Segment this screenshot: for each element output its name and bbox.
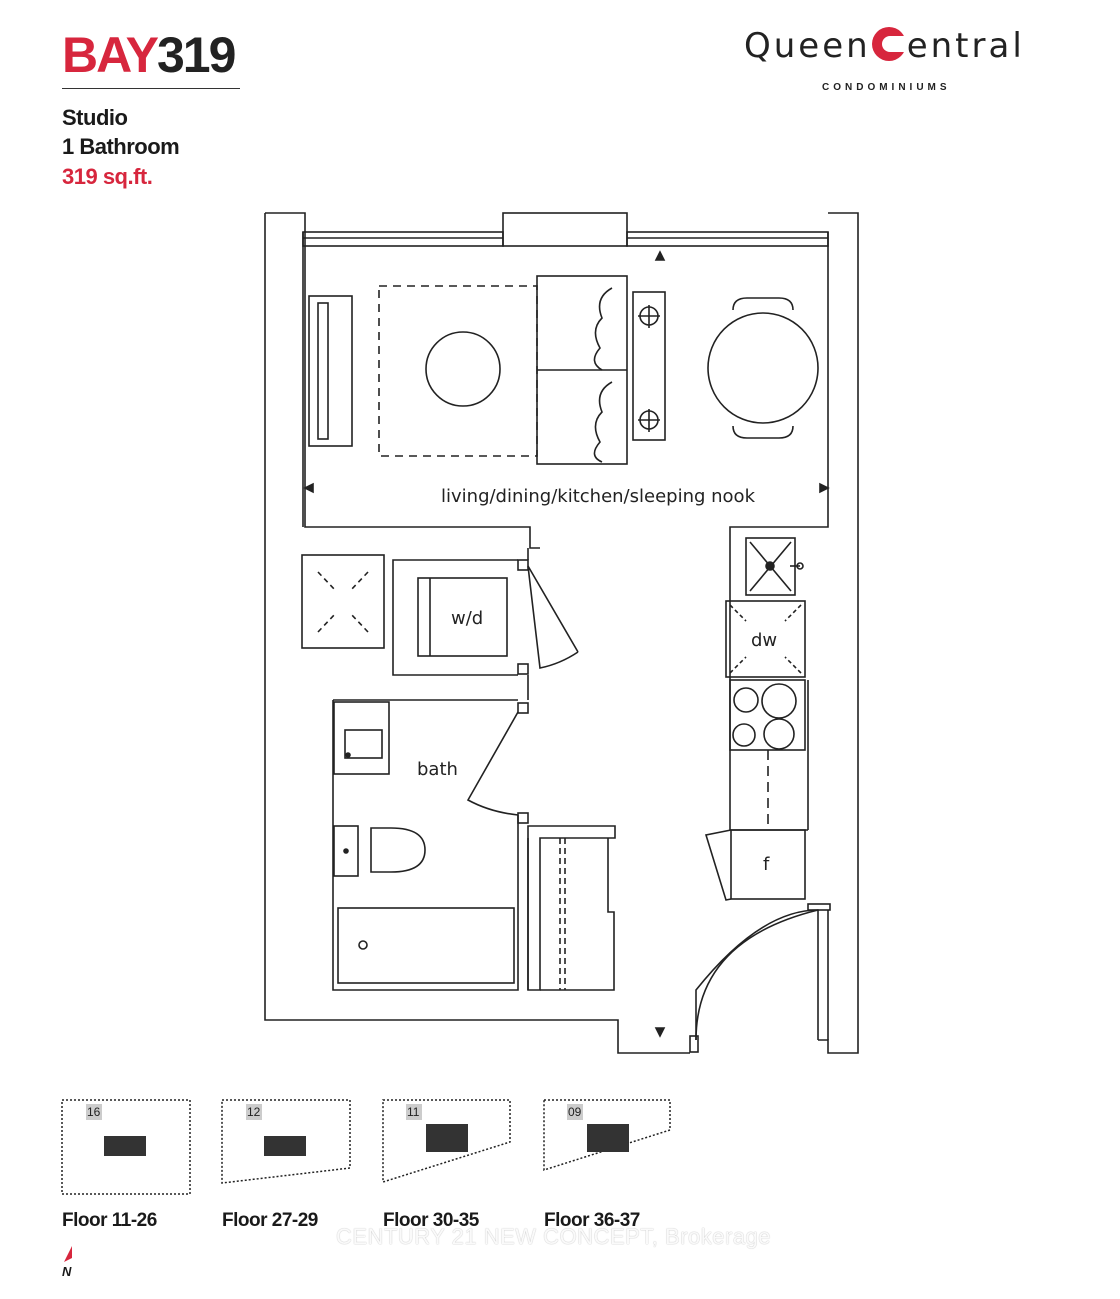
coffee-table — [425, 331, 501, 407]
room-label-dishwasher: dw — [751, 630, 777, 651]
dishwasher — [725, 600, 806, 678]
north-label: N — [62, 1264, 72, 1279]
unit-bathrooms: 1 Bathroom — [62, 134, 180, 159]
toilet-tank — [333, 825, 359, 877]
key-plan-1 — [61, 1099, 191, 1195]
brand-name-right: entral — [906, 26, 1025, 66]
key-plan-2 — [221, 1099, 351, 1184]
room-label-fridge: f — [763, 854, 770, 875]
north-arrow-icon — [64, 1246, 72, 1262]
column — [502, 212, 628, 247]
outer-wall-right — [818, 212, 859, 1054]
title-divider — [62, 88, 240, 89]
key-plans — [61, 1099, 671, 1195]
key-plan-3-code: 11 — [407, 1105, 420, 1119]
brokerage-watermark: CENTURY 21 NEW CONCEPT, Brokerage — [336, 1224, 772, 1249]
key-plan-4 — [543, 1099, 671, 1172]
bathtub — [337, 907, 515, 984]
unit-area: 319 sq.ft. — [62, 164, 153, 189]
key-plan-1-code: 16 — [87, 1105, 101, 1119]
key-plan-1-label: Floor 11-26 — [62, 1210, 157, 1231]
fridge — [730, 829, 806, 900]
brand-logo: Queen entral — [744, 26, 1025, 66]
window-right — [626, 231, 829, 247]
key-plan-2-code: 12 — [247, 1105, 261, 1119]
key-plan-3-label: Floor 30-35 — [383, 1210, 479, 1231]
dining-table — [707, 312, 819, 424]
key-plan-4-label: Floor 36-37 — [544, 1210, 640, 1231]
window-left — [302, 231, 504, 247]
laundry-closet — [392, 559, 518, 676]
brand-subtitle: CONDOMINIUMS — [822, 82, 951, 93]
entry-door — [695, 909, 819, 1040]
unit-number: 319 — [156, 27, 236, 83]
room-label-bath: bath — [417, 759, 458, 780]
unit-type: Studio — [62, 105, 128, 130]
toilet-bowl — [370, 827, 426, 873]
room-label-main: living/dining/kitchen/sleeping nook — [441, 486, 756, 507]
key-plan-3 — [382, 1099, 511, 1184]
unit-prefix: BAY — [62, 27, 159, 83]
tv-console — [308, 295, 353, 447]
vanity — [333, 701, 390, 775]
room-label-laundry: w/d — [451, 608, 483, 629]
unit-title: BAY319 — [62, 27, 236, 83]
outer-wall — [265, 212, 540, 549]
outer-wall-left — [264, 213, 690, 1054]
sleeping-nook-outline — [378, 285, 538, 457]
bath-door — [466, 711, 519, 816]
right-inner-wall — [729, 232, 829, 830]
key-plan-2-label: Floor 27-29 — [222, 1210, 318, 1231]
washer-dryer — [417, 577, 508, 657]
brand-name-left: Queen — [744, 26, 871, 66]
closet — [301, 554, 385, 649]
side-table — [632, 291, 666, 441]
brand-c-mark-icon — [871, 27, 906, 61]
entry-closet — [527, 825, 616, 991]
key-plan-4-code: 09 — [568, 1105, 582, 1119]
